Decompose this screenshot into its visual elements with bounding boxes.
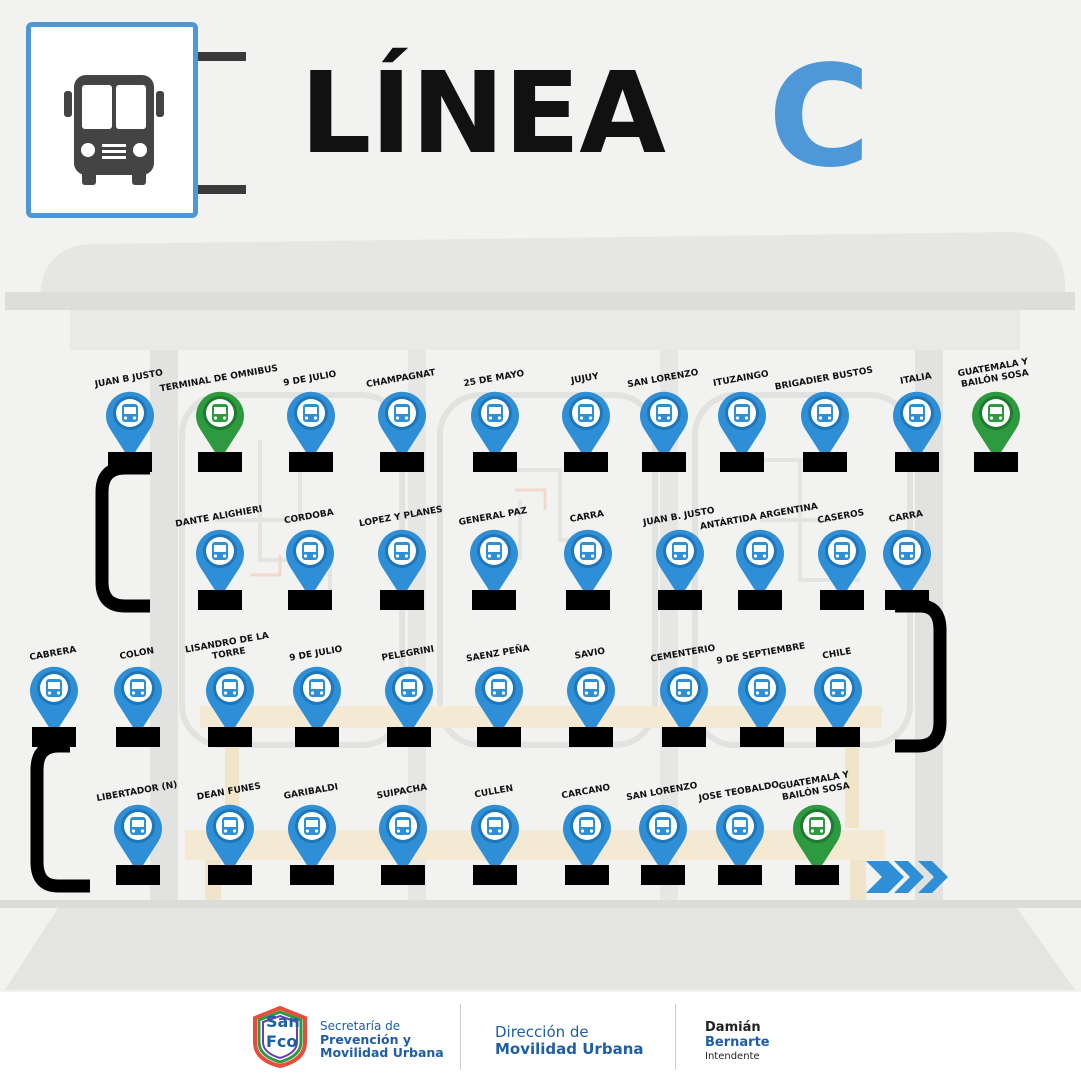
stop-marker-bar [658,590,702,610]
stop-marker-bar [295,727,339,747]
stop-marker-bar [290,865,334,885]
sanfco-logo-text: Fco [266,1032,298,1051]
stop-pin-icon [561,802,613,874]
stop-pin-icon [204,802,256,874]
footer-divider [675,1004,676,1070]
stop-marker-bar [816,727,860,747]
stop-pin-icon [891,389,943,461]
stop-pin-icon [284,527,336,599]
stop-marker-bar [289,452,333,472]
stop-pin-icon [560,389,612,461]
stop-pin-icon [658,664,710,736]
stop-marker-bar [32,727,76,747]
stop-marker-bar [198,590,242,610]
stop-marker-bar [641,865,685,885]
stop-pin-icon [799,389,851,461]
secretaria-line: Prevención y [320,1032,412,1047]
direccion-line: Dirección de [495,1023,589,1041]
stop-pin-icon [716,389,768,461]
stop-marker-bar [565,865,609,885]
stop-marker-bar [795,865,839,885]
stop-marker-bar [642,452,686,472]
stop-marker-bar [662,727,706,747]
person-first-name: Damián [705,1020,761,1035]
stop-marker-bar [108,452,152,472]
stop-pin-icon [104,389,156,461]
stop-pin-icon [377,802,429,874]
stop-marker-bar [895,452,939,472]
stop-marker-bar [477,727,521,747]
stop-pin-icon [473,664,525,736]
stop-pin-icon [816,527,868,599]
stop-pin-icon [654,527,706,599]
terminal-stop-pin-icon [194,389,246,461]
stop-marker-bar [738,590,782,610]
direccion-line: Movilidad Urbana [495,1040,644,1058]
stop-marker-bar [720,452,764,472]
stop-marker-bar [208,865,252,885]
page-title: LÍNEA [300,49,666,179]
stop-pin-icon [383,664,435,736]
person-last-name: Bernarte [705,1035,770,1050]
person-role: Intendente [705,1051,760,1062]
stop-marker-bar [380,590,424,610]
bus-sign [26,22,198,218]
stop-pin-icon [881,527,933,599]
sanfco-logo-icon [253,1006,307,1068]
stop-marker-bar [116,865,160,885]
stop-pin-icon [714,802,766,874]
stop-pin-icon [734,527,786,599]
footer-divider [460,1004,461,1070]
stop-marker-bar [473,865,517,885]
stop-pin-icon [469,389,521,461]
stop-pin-icon [28,664,80,736]
stop-marker-bar [820,590,864,610]
stop-pin-icon [285,389,337,461]
stop-pin-icon [376,389,428,461]
stop-marker-bar [381,865,425,885]
stop-marker-bar [472,590,516,610]
sanfco-logo-text: San [266,1012,300,1031]
terminal-stop-pin-icon [970,389,1022,461]
stop-marker-bar [208,727,252,747]
line-letter: C [768,36,871,199]
stop-pin-icon [812,664,864,736]
stop-marker-bar [569,727,613,747]
secretaria-line: Movilidad Urbana [320,1045,444,1060]
stop-marker-bar [740,727,784,747]
stop-marker-bar [288,590,332,610]
stop-pin-icon [112,664,164,736]
stop-pin-icon [637,802,689,874]
stop-marker-bar [198,452,242,472]
terminal-stop-pin-icon [791,802,843,874]
stop-pin-icon [736,664,788,736]
stop-pin-icon [565,664,617,736]
stop-marker-bar [974,452,1018,472]
direction-arrows-icon [866,861,948,893]
stop-pin-icon [194,527,246,599]
stop-marker-bar [564,452,608,472]
stop-marker-bar [566,590,610,610]
stop-marker-bar [885,590,929,610]
stop-marker-bar [718,865,762,885]
stop-pin-icon [469,802,521,874]
bus-icon [64,75,164,185]
stop-pin-icon [562,527,614,599]
stop-pin-icon [112,802,164,874]
stop-pin-icon [291,664,343,736]
secretaria-line: Secretaría de [320,1019,401,1033]
footer [0,992,1081,1080]
stop-pin-icon [376,527,428,599]
stop-pin-icon [204,664,256,736]
stop-marker-bar [473,452,517,472]
stop-marker-bar [116,727,160,747]
stop-marker-bar [803,452,847,472]
stop-marker-bar [387,727,431,747]
stop-pin-icon [468,527,520,599]
stop-pin-icon [638,389,690,461]
stop-marker-bar [380,452,424,472]
stop-pin-icon [286,802,338,874]
